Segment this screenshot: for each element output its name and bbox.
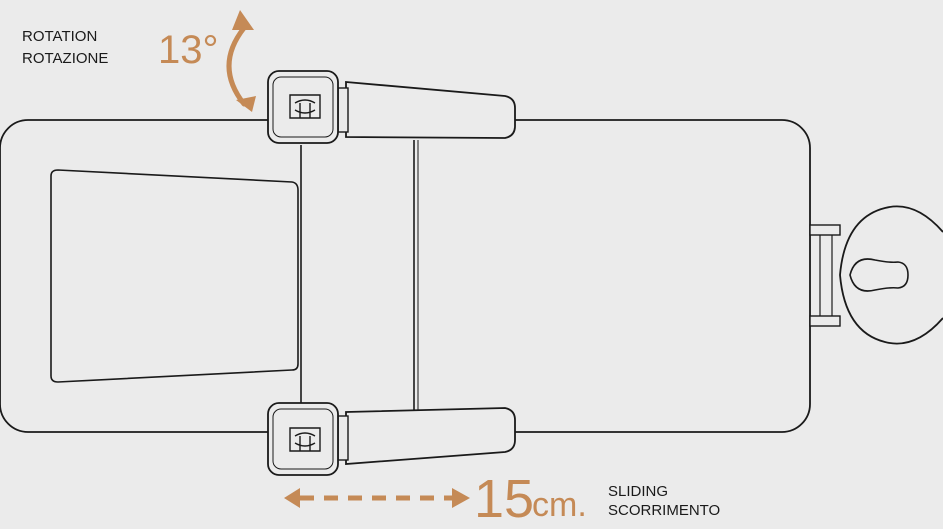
sliding-unit: cm. bbox=[532, 486, 587, 524]
armrest-bottom bbox=[267, 402, 516, 476]
sliding-arrow-icon bbox=[284, 488, 470, 508]
rotation-label-it: ROTAZIONE bbox=[22, 50, 109, 67]
sliding-label-en: SLIDING bbox=[608, 483, 669, 500]
face-cradle-mount bbox=[809, 224, 841, 327]
armrest-top bbox=[267, 70, 516, 144]
sliding-value: 15 bbox=[474, 469, 535, 529]
rotation-angle: 13° bbox=[158, 28, 219, 72]
rotation-label-en: ROTATION bbox=[22, 28, 98, 45]
face-cradle-opening bbox=[849, 258, 909, 292]
face-cradle bbox=[839, 205, 943, 345]
rotation-arrow-icon bbox=[226, 10, 256, 112]
sliding-label-it: SCORRIMENTO bbox=[608, 502, 721, 519]
armrest-bottom-knob-icon bbox=[289, 427, 321, 452]
backrest-panel bbox=[50, 169, 299, 383]
armrest-top-knob-icon bbox=[289, 94, 321, 119]
